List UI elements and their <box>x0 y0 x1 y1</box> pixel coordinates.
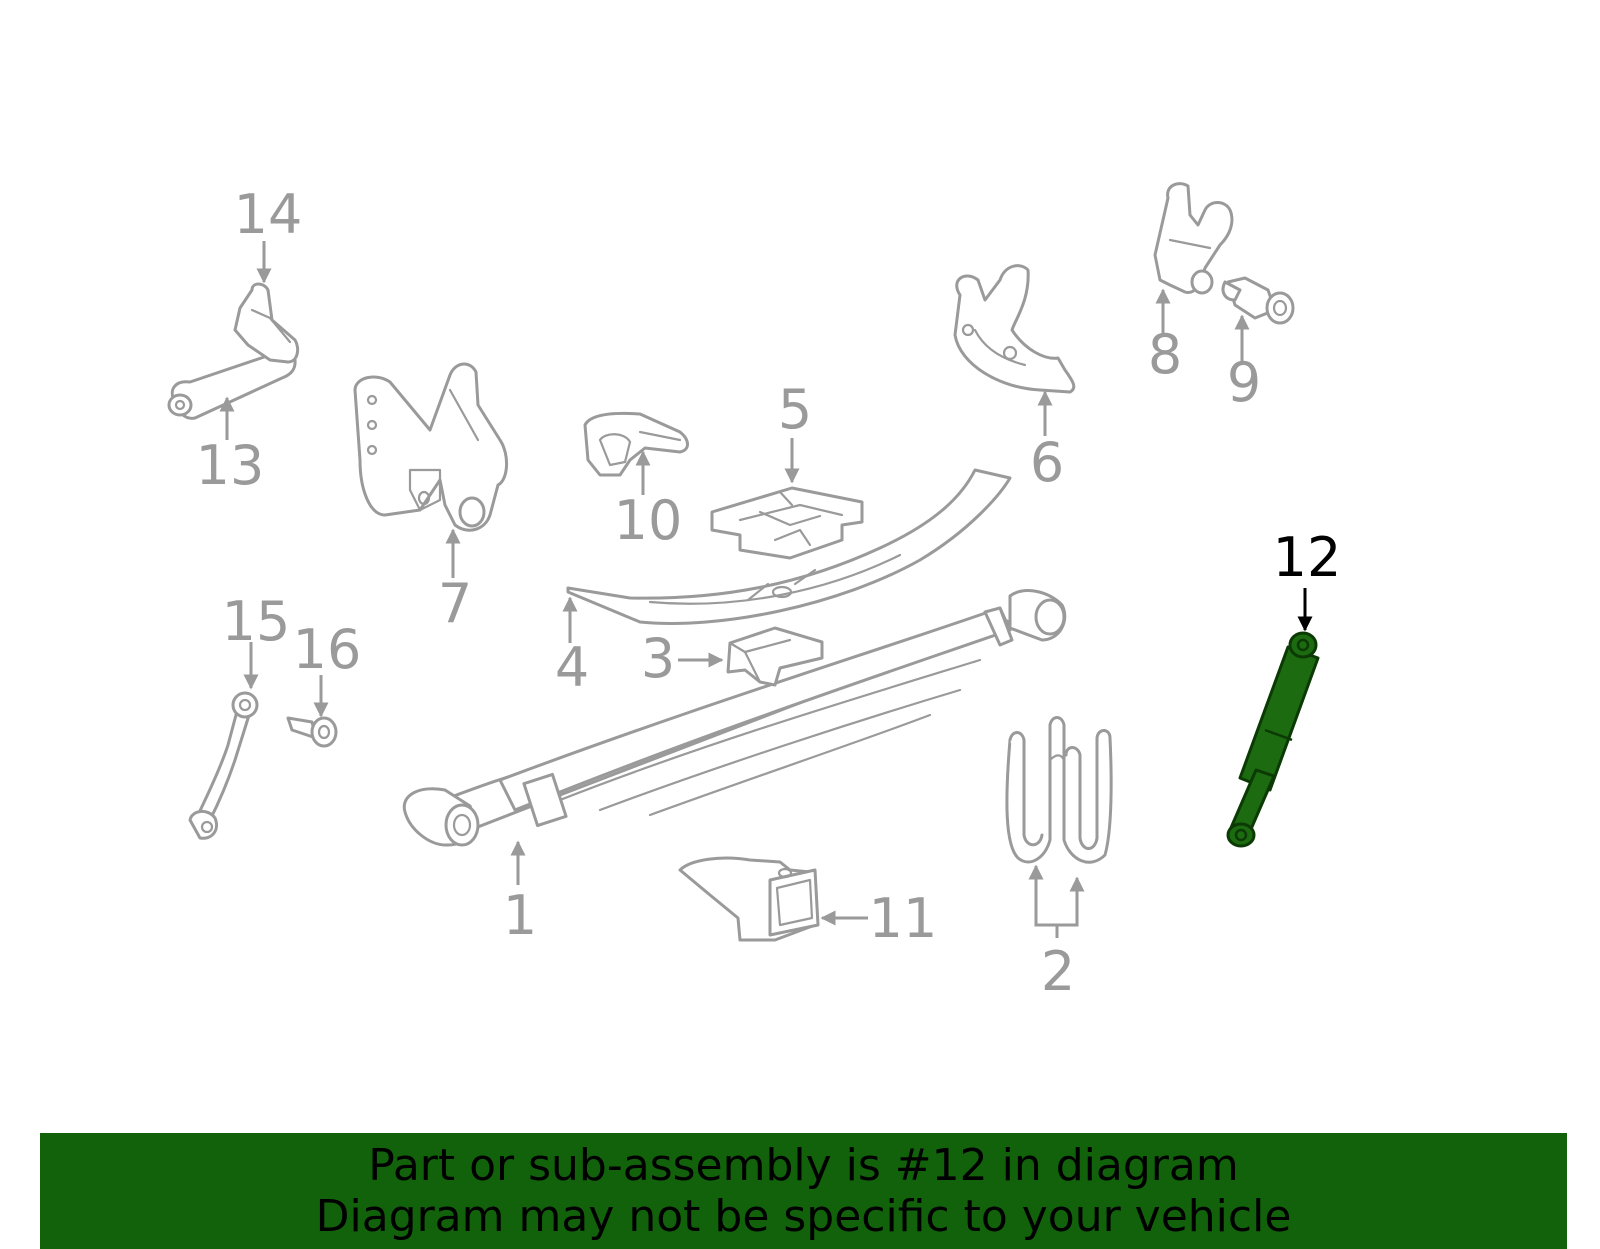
part-14-bracket[interactable] <box>233 282 300 364</box>
part-9-bushing[interactable] <box>1221 276 1295 325</box>
callout-16: 16 <box>293 618 362 681</box>
callout-4: 4 <box>555 636 589 699</box>
callout-14: 14 <box>234 183 303 246</box>
banner-line-2: Diagram may not be specific to your vehi… <box>315 1191 1292 1242</box>
part-4-helper-leaf[interactable] <box>566 468 1012 625</box>
part-11-bumper-bracket[interactable] <box>678 856 820 942</box>
banner-line-1: Part or sub-assembly is #12 in diagram <box>368 1140 1239 1191</box>
part-6-bracket[interactable] <box>953 264 1076 394</box>
part-1-leaf-spring[interactable] <box>402 589 1067 847</box>
callout-labels: 14 13 7 10 5 6 8 9 4 3 1 11 2 15 16 12 <box>196 183 1342 1003</box>
info-banner: Part or sub-assembly is #12 in diagram D… <box>40 1133 1567 1249</box>
part-3-spacer[interactable] <box>726 626 824 687</box>
part-10-clip[interactable] <box>583 411 689 477</box>
callout-3: 3 <box>641 627 675 690</box>
part-8-shackle[interactable] <box>1153 182 1234 295</box>
callout-13: 13 <box>196 434 265 497</box>
callout-12: 12 <box>1273 526 1342 589</box>
part-15-link[interactable] <box>188 691 259 840</box>
callout-10: 10 <box>614 489 683 552</box>
part-12-shock-absorber[interactable] <box>1226 631 1320 848</box>
callout-8: 8 <box>1148 323 1182 386</box>
part-5-spring-seat[interactable] <box>710 486 864 560</box>
callout-2: 2 <box>1041 940 1075 1003</box>
parts-diagram: 14 13 7 10 5 6 8 9 4 3 1 11 2 15 16 12 <box>167 182 1342 1003</box>
callout-9: 9 <box>1227 351 1261 414</box>
callout-15: 15 <box>222 590 291 653</box>
callout-7: 7 <box>438 572 472 635</box>
part-7-hanger[interactable] <box>353 362 508 532</box>
part-2-u-bolts[interactable] <box>1005 716 1113 864</box>
callout-1: 1 <box>503 884 537 947</box>
callout-6: 6 <box>1030 431 1064 494</box>
callout-5: 5 <box>778 378 812 441</box>
part-16-bolt[interactable] <box>286 716 338 748</box>
callout-arrows <box>219 241 1313 938</box>
callout-11: 11 <box>869 887 938 950</box>
